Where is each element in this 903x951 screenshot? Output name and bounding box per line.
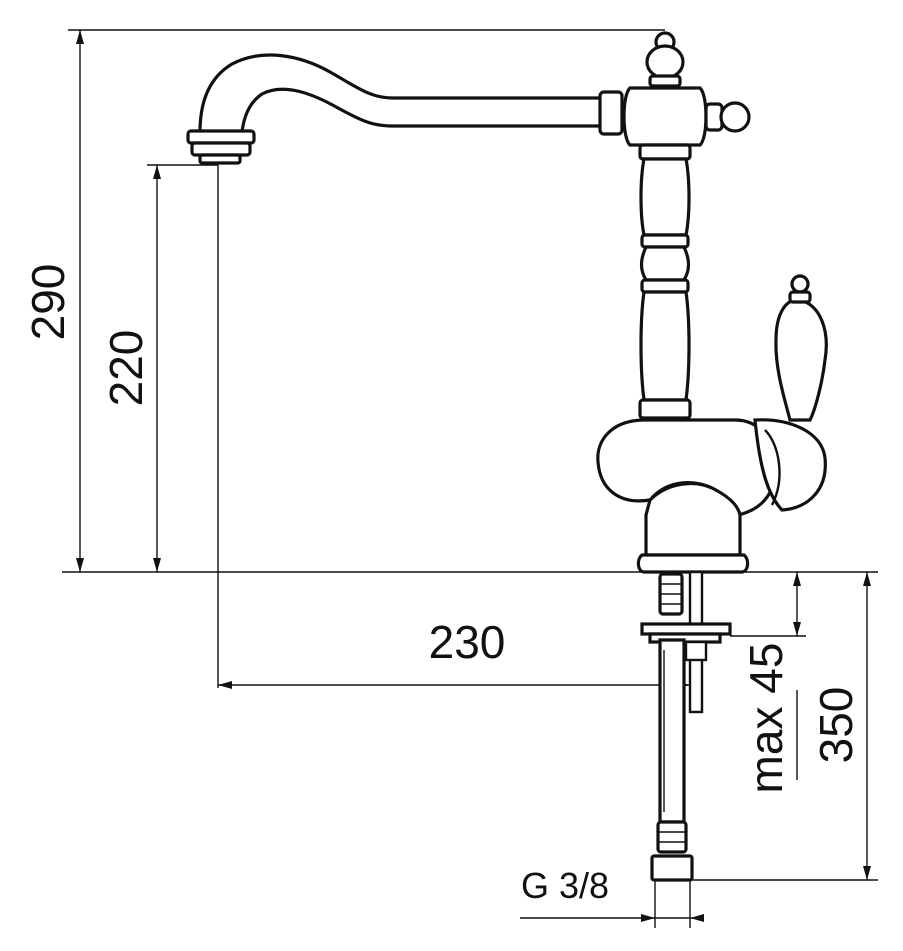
column-base-ring bbox=[638, 398, 692, 420]
dim-350-arrow-top bbox=[863, 572, 871, 586]
spout-inner-edge bbox=[240, 87, 608, 133]
column-ring-1 bbox=[638, 143, 692, 161]
dim-220-arrow-top bbox=[153, 165, 161, 179]
finial-ball bbox=[645, 44, 685, 80]
column-bulb-1 bbox=[639, 157, 691, 237]
dim-230-arrow-left bbox=[218, 681, 232, 689]
handle-knob bbox=[790, 274, 810, 294]
dim-g38-label: G 3/8 bbox=[521, 865, 609, 906]
dim-290-arrow-top bbox=[76, 30, 84, 44]
column-head bbox=[622, 86, 708, 147]
column-ring-3 bbox=[640, 278, 690, 294]
dim-g38-arrow-right bbox=[690, 914, 704, 922]
dim-290-label: 290 bbox=[22, 264, 74, 341]
finial-neck bbox=[648, 74, 682, 88]
dim-290-arrow-bottom bbox=[76, 558, 84, 572]
dim-220-arrow-bottom bbox=[153, 558, 161, 572]
handle-lever bbox=[774, 298, 828, 422]
side-knob-ball bbox=[719, 101, 751, 133]
hose-bottom-ferrule bbox=[656, 820, 688, 854]
fixing-nut bbox=[684, 640, 708, 662]
aerator-outlet bbox=[198, 153, 242, 165]
underdeck-assembly bbox=[640, 570, 732, 882]
dim-45-arrow-top bbox=[793, 572, 801, 586]
faucet bbox=[186, 31, 828, 574]
dim-220-label: 220 bbox=[100, 330, 152, 407]
column-collar bbox=[639, 245, 691, 282]
column-ring-2 bbox=[640, 233, 690, 249]
dim-230-label: 230 bbox=[429, 616, 506, 668]
spout-collar bbox=[598, 90, 624, 136]
faucet-base bbox=[644, 481, 742, 557]
aerator-ring-bottom bbox=[190, 141, 252, 157]
spout-outer-edge bbox=[198, 53, 608, 133]
aerator-ring-top bbox=[186, 129, 256, 145]
dim-max45-label: max 45 bbox=[740, 643, 792, 794]
base-flange bbox=[636, 553, 750, 574]
dim-g38-arrow-left bbox=[641, 914, 655, 922]
hose-connector-nut bbox=[650, 854, 694, 882]
dim-350-label: 350 bbox=[810, 687, 862, 764]
lever-cap-detail bbox=[764, 429, 781, 506]
column-bulb-2 bbox=[639, 290, 691, 402]
dim-350-arrow-bottom bbox=[863, 866, 871, 880]
dim-45-arrow-bottom bbox=[793, 622, 801, 636]
